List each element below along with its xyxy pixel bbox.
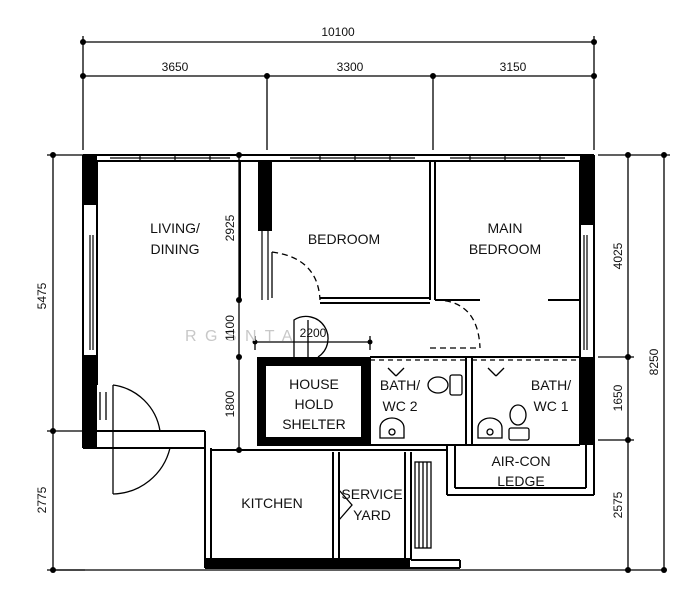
shelter-label-line2: HOLD — [295, 396, 334, 412]
windows — [89, 155, 588, 350]
aircon-label-line2: LEDGE — [497, 473, 544, 489]
doors — [99, 251, 505, 521]
dim-inner-2200: 2200 — [300, 326, 327, 340]
bath2-label-line2: WC 2 — [383, 398, 418, 414]
dim-inner-1800: 1800 — [223, 390, 237, 417]
dim-left-lower: 2775 — [35, 486, 49, 513]
solid-walls — [83, 155, 594, 569]
dim-seg-3: 3150 — [500, 60, 527, 74]
dim-seg-1: 3650 — [162, 60, 189, 74]
bath2-label-line1: BATH/ — [380, 377, 420, 393]
dim-inner-1100: 1100 — [223, 315, 237, 341]
shelter-label-line3: SHELTER — [282, 416, 346, 432]
dim-right-2: 1650 — [611, 384, 625, 411]
dim-inner-2925: 2925 — [223, 214, 237, 241]
fixtures — [379, 374, 530, 549]
kitchen-label: KITCHEN — [241, 495, 302, 511]
aircon-label-line1: AIR-CON — [491, 453, 550, 469]
service-yard-label-line1: SERVICE — [341, 486, 402, 502]
bath1-label-line1: BATH/ — [531, 377, 571, 393]
main-bedroom-label-line2: BEDROOM — [469, 241, 541, 257]
dim-right-overall: 8250 — [647, 348, 661, 375]
main-bedroom-label-line1: MAIN — [488, 220, 523, 236]
dim-right-3: 2575 — [611, 491, 625, 518]
dim-seg-2: 3300 — [337, 60, 364, 74]
bath1-label-line2: WC 1 — [534, 398, 569, 414]
bedroom-label: BEDROOM — [308, 231, 380, 247]
living-label-line1: LIVING/ — [150, 220, 200, 236]
dim-left-upper: 5475 — [35, 282, 49, 309]
watermark: R G S N T A — [185, 328, 294, 345]
dim-overall-width: 10100 — [321, 25, 355, 39]
living-label-line2: DINING — [151, 241, 200, 257]
service-yard-label-line2: YARD — [353, 507, 391, 523]
shelter-label-line1: HOUSE — [289, 376, 339, 392]
dim-right-1: 4025 — [611, 242, 625, 269]
